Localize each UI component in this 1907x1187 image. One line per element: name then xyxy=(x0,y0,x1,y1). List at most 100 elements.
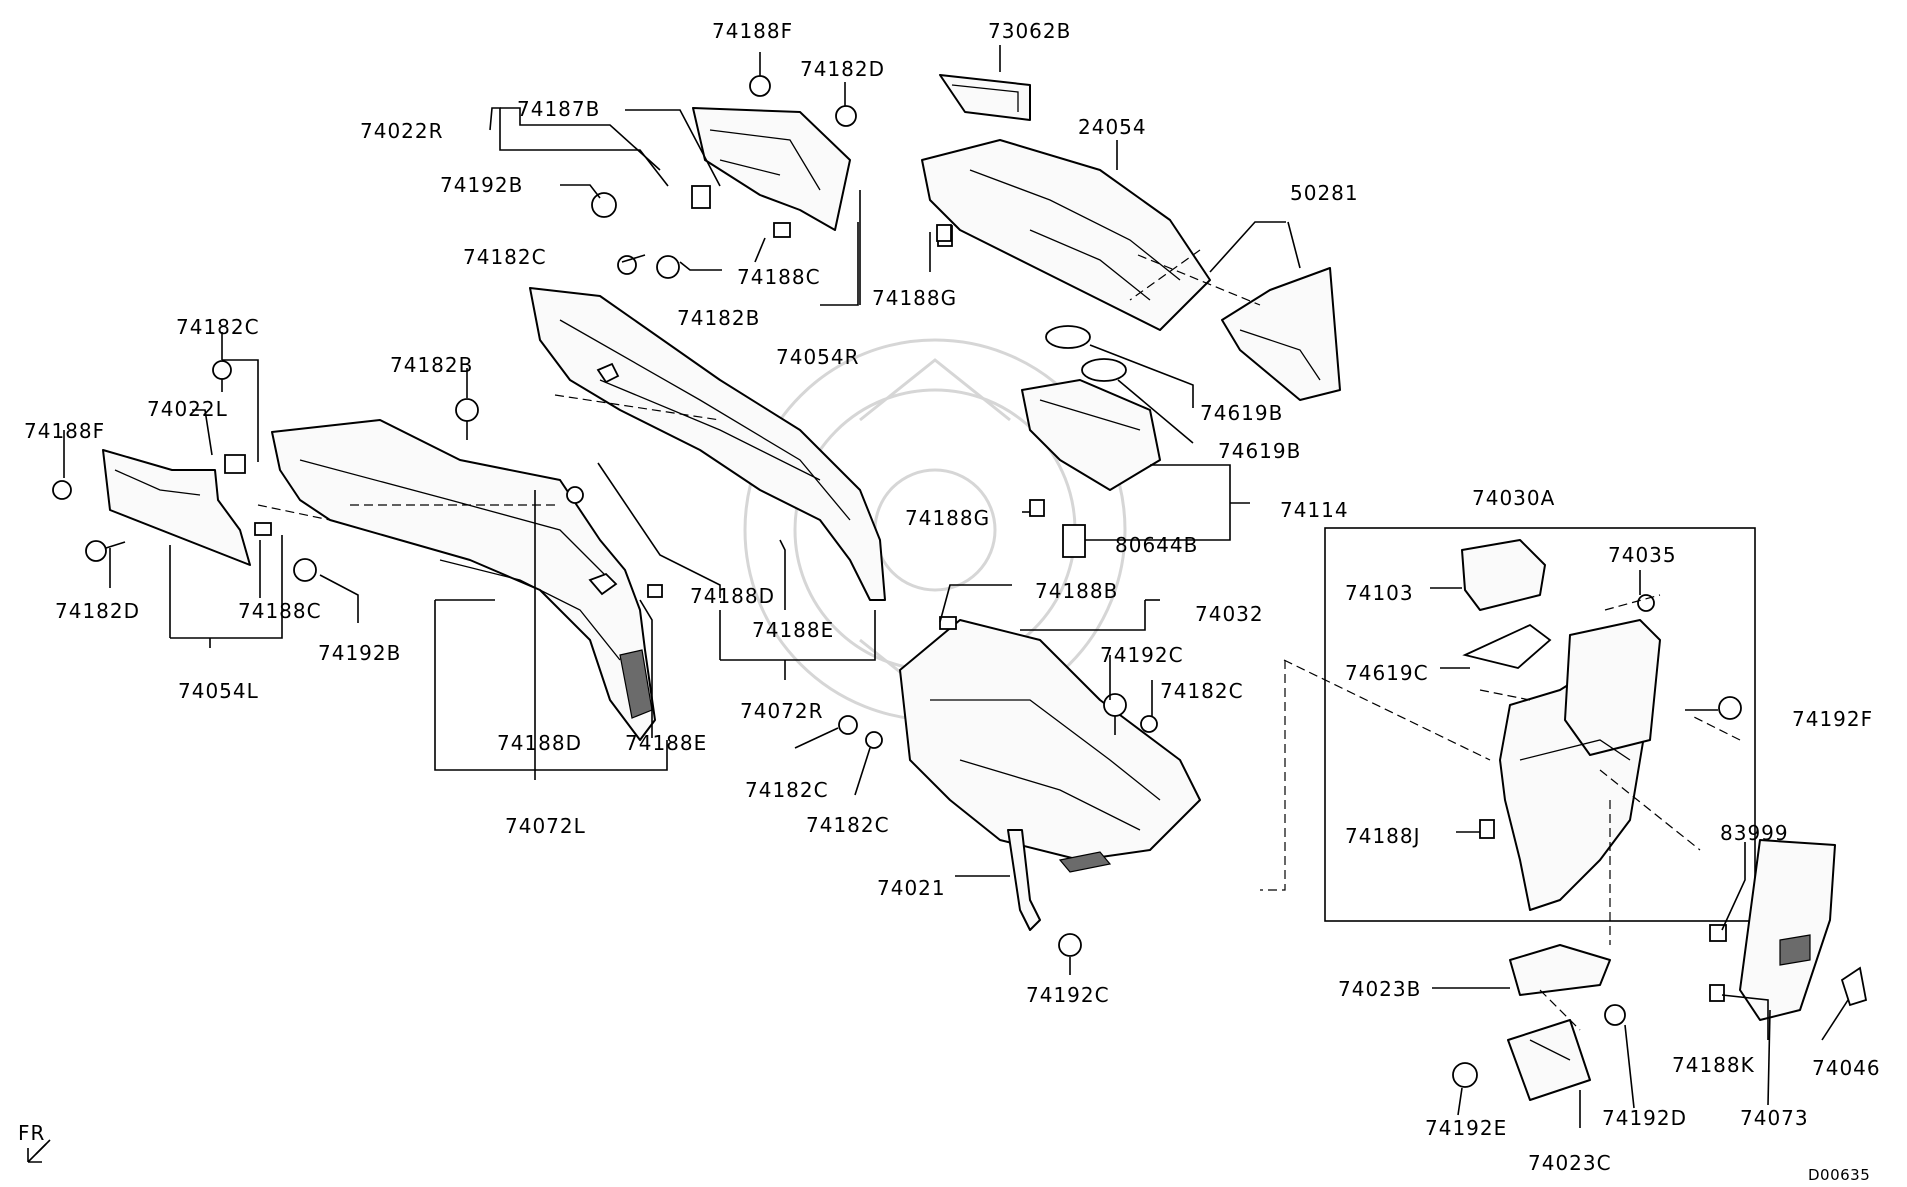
fastener-74188G-top xyxy=(936,224,952,242)
fastener-74192B-left xyxy=(293,558,317,582)
label-74619C: 74619C xyxy=(1345,661,1429,685)
label-74188G-top: 74188G xyxy=(872,286,957,310)
label-74182C-right: 74182C xyxy=(1160,679,1244,703)
group-box-74030A xyxy=(1324,527,1756,922)
label-74192B-left: 74192B xyxy=(318,641,401,665)
label-74187B: 74187B xyxy=(517,97,600,121)
label-74192C-low: 74192C xyxy=(1026,983,1110,1007)
label-74054R: 74054R xyxy=(776,345,860,369)
label-74188K: 74188K xyxy=(1672,1053,1755,1077)
part-74023C-bracket xyxy=(1507,1019,1591,1101)
fastener-74182C-left xyxy=(212,360,232,392)
part-74072R-panel xyxy=(529,287,886,601)
label-50281: 50281 xyxy=(1290,181,1359,205)
label-74188G-mid: 74188G xyxy=(905,506,990,530)
fastener-74182C-top xyxy=(617,255,637,275)
part-80644B-switch xyxy=(1062,524,1086,558)
fastener-74182C-d xyxy=(865,731,883,749)
fastener-74188C-left xyxy=(254,522,272,536)
fastener-74188D-left xyxy=(566,486,584,504)
part-74054L-cover xyxy=(102,449,251,566)
part-50281-boot xyxy=(1221,267,1341,401)
part-74187B-clip xyxy=(691,185,711,209)
label-73062B: 73062B xyxy=(988,19,1071,43)
fastener-74192E xyxy=(1452,1062,1478,1088)
fastener-74188G-mid xyxy=(1029,499,1045,517)
label-74073: 74073 xyxy=(1740,1106,1809,1130)
label-74192D: 74192D xyxy=(1602,1106,1687,1130)
fastener-74182C-c xyxy=(838,715,858,735)
label-diagram-code: D00635 xyxy=(1808,1166,1870,1184)
part-74023B-bracket xyxy=(1509,944,1611,996)
label-fr: FR xyxy=(18,1121,45,1145)
part-74030A-armrest xyxy=(1499,619,1661,911)
fastener-74188J xyxy=(1479,819,1495,839)
label-24054: 24054 xyxy=(1078,115,1147,139)
label-74182C-a: 74182C xyxy=(463,245,547,269)
part-74046-hook xyxy=(1840,966,1868,1007)
part-74072L-panel xyxy=(271,419,656,741)
label-83999: 83999 xyxy=(1720,821,1789,845)
label-74023C: 74023C xyxy=(1528,1151,1612,1175)
label-74188E-low: 74188E xyxy=(625,731,707,755)
fastener-74188K xyxy=(1709,984,1725,1002)
label-74023B: 74023B xyxy=(1338,977,1421,1001)
label-74182D-left: 74182D xyxy=(55,599,140,623)
front-direction-arrow-icon xyxy=(27,1139,51,1163)
label-74619B-b: 74619B xyxy=(1218,439,1301,463)
label-74054L: 74054L xyxy=(178,679,259,703)
fastener-74182B-top xyxy=(656,255,680,279)
label-74032: 74032 xyxy=(1195,602,1264,626)
label-74021: 74021 xyxy=(877,876,946,900)
fastener-74182B-left xyxy=(455,398,479,440)
part-74054R-cover xyxy=(692,107,851,231)
fastener-74182D-left xyxy=(85,540,126,562)
label-74022R: 74022R xyxy=(360,119,444,143)
part-74021-bracket xyxy=(1007,829,1041,931)
label-74022L: 74022L xyxy=(147,397,228,421)
label-74035: 74035 xyxy=(1608,543,1677,567)
label-74182C-c: 74182C xyxy=(745,778,829,802)
label-74114: 74114 xyxy=(1280,498,1349,522)
fastener-74182C-right xyxy=(1140,715,1158,733)
fastener-74192D xyxy=(1604,1004,1626,1026)
label-74182B-top: 74182B xyxy=(677,306,760,330)
part-74114-tray xyxy=(1021,379,1161,491)
label-74188C-left: 74188C xyxy=(238,599,322,623)
fastener-74188E-left xyxy=(647,584,663,598)
label-74192E: 74192E xyxy=(1425,1116,1507,1140)
label-74188C-top: 74188C xyxy=(737,265,821,289)
label-74072L: 74072L xyxy=(505,814,586,838)
leader-lines xyxy=(63,45,1849,1128)
label-74103: 74103 xyxy=(1345,581,1414,605)
fastener-74188B xyxy=(939,616,957,630)
label-74188F-left: 74188F xyxy=(24,419,105,443)
label-74188D-low: 74188D xyxy=(497,731,582,755)
fastener-74188F-top xyxy=(749,75,771,97)
fastener-74192C-low xyxy=(1058,933,1082,957)
label-74188F-top: 74188F xyxy=(712,19,793,43)
label-74192F: 74192F xyxy=(1792,707,1873,731)
part-74103-tray xyxy=(1461,539,1546,611)
label-74182C-b: 74182C xyxy=(176,315,260,339)
label-74192C-mid: 74192C xyxy=(1100,643,1184,667)
part-74619C-mat xyxy=(1462,623,1552,669)
label-74192B-top: 74192B xyxy=(440,173,523,197)
label-74072R: 74072R xyxy=(740,699,824,723)
label-74046: 74046 xyxy=(1812,1056,1881,1080)
label-74188B: 74188B xyxy=(1035,579,1118,603)
label-74188D-mid: 74188D xyxy=(690,584,775,608)
part-24054-console-top xyxy=(921,139,1211,331)
part-74619B-mats xyxy=(1045,325,1127,382)
fastener-74182D-top xyxy=(835,105,857,127)
fastener-74192B-top xyxy=(591,192,617,218)
fastener-74192F xyxy=(1718,696,1742,720)
label-74182B-left: 74182B xyxy=(390,353,473,377)
part-74073-cover xyxy=(1739,839,1836,1021)
label-74030A: 74030A xyxy=(1472,486,1555,510)
part-73062B-lid xyxy=(939,74,1031,121)
fastener-74188C-top xyxy=(773,222,791,238)
fastener-74035 xyxy=(1637,594,1655,612)
label-74619B-a: 74619B xyxy=(1200,401,1283,425)
